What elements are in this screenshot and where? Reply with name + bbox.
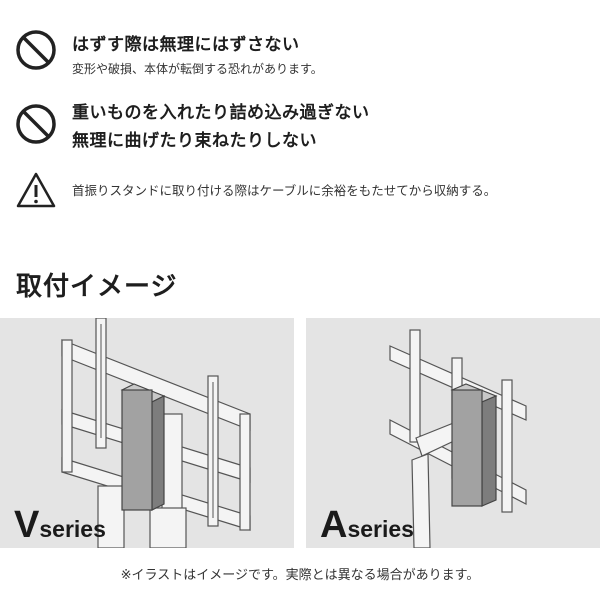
warning-title: はずす際は無理にはずさない bbox=[72, 35, 300, 55]
series-suffix: series bbox=[39, 516, 106, 542]
caution-text: 首振りスタンドに取り付ける際はケーブルに余裕をもたせてから収納する。 bbox=[72, 183, 497, 198]
footnote: ※イラストはイメージです。実際とは異なる場合があります。 bbox=[120, 568, 480, 583]
cable-cover-box bbox=[450, 383, 498, 507]
v-series-drawing bbox=[61, 318, 251, 548]
warning-title-line-2: 無理に曲げたり束ねたりしない bbox=[72, 131, 317, 151]
section-heading: 取付イメージ bbox=[16, 272, 178, 302]
series-letter: V bbox=[14, 504, 40, 546]
series-suffix: series bbox=[347, 516, 414, 542]
v-series-illustration: Vseries bbox=[0, 318, 294, 548]
series-label-v: Vseries bbox=[14, 504, 106, 547]
caution-triangle-icon bbox=[16, 172, 56, 208]
prohibited-icon bbox=[16, 104, 56, 144]
series-letter: A bbox=[320, 504, 348, 546]
a-series-illustration: Aseries bbox=[306, 318, 600, 548]
a-series-drawing bbox=[389, 329, 527, 548]
warning-subtitle: 変形や破損、本体が転倒する恐れがあります。 bbox=[72, 62, 323, 76]
prohibited-icon bbox=[16, 30, 56, 70]
cable-cover-box bbox=[120, 383, 166, 511]
series-label-a: Aseries bbox=[320, 504, 414, 547]
warning-title-line-1: 重いものを入れたり詰め込み過ぎない bbox=[72, 103, 370, 123]
